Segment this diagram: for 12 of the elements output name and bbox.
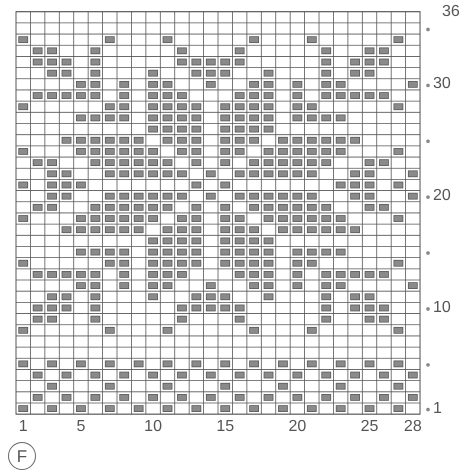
- column-number: 28: [404, 417, 422, 437]
- column-number: 10: [144, 417, 162, 437]
- column-number: 20: [288, 417, 306, 437]
- column-number: 15: [216, 417, 234, 437]
- row-number: 30: [433, 74, 451, 94]
- row-number: 10: [433, 298, 451, 318]
- row-number: 20: [433, 186, 451, 206]
- column-number: 25: [360, 417, 378, 437]
- column-number: 5: [76, 417, 86, 437]
- row-number: 1: [433, 398, 442, 419]
- row-number: 36: [442, 2, 460, 22]
- column-number: 1: [18, 417, 28, 437]
